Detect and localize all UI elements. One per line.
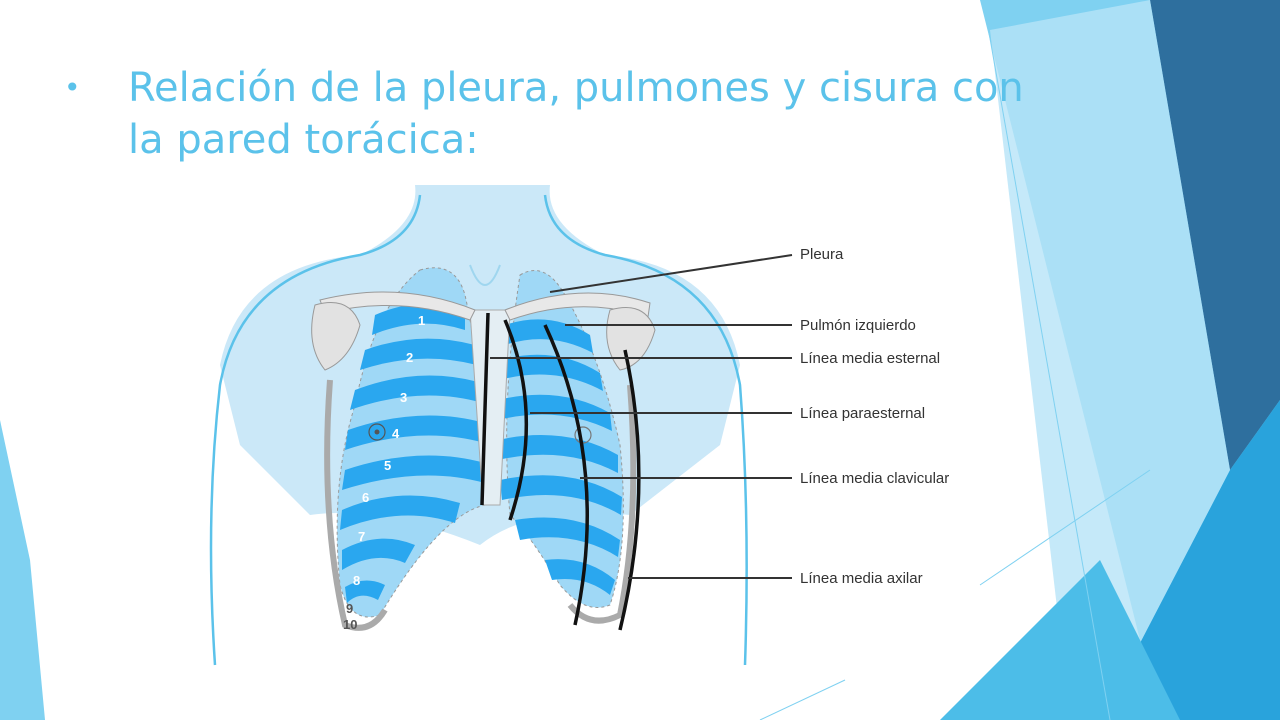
right-nipple [368,423,386,441]
rib-number: 6 [362,490,369,505]
deco-left-shape [0,420,45,720]
deco-mid-shape [1100,400,1280,720]
midsternal-line [480,312,490,506]
rib-number: 3 [400,390,407,405]
label-midsternal-line: Línea media esternal [800,350,940,367]
midclavicular-line [543,324,589,626]
rib-number: 2 [406,350,413,365]
label-midclavicular-line: Línea media clavicular [800,470,949,487]
rib-number: 1 [418,313,425,328]
rib-number: 9 [346,601,353,616]
deco-thin-line [984,9,1111,720]
deco-pale-shape [990,0,1230,720]
label-pleura: Pleura [800,246,844,263]
thorax-diagram: Pleura Pulmón izquierdo Línea media este… [209,185,949,666]
rib-number: 8 [353,573,360,588]
label-midaxillary-line: Línea media axilar [800,570,923,587]
torso-outline [209,194,748,666]
left-clavicle [504,292,651,321]
parasternal-line [503,319,529,521]
deco-dark-shape [1150,0,1280,470]
deco-bottom-shape [940,560,1180,720]
deco-thin-line-2 [979,469,1151,586]
left-scapula [606,307,656,371]
rib-number: 4 [392,426,400,441]
label-parasternal-line: Línea paraesternal [800,405,925,422]
slide-title: • Relación de la pleura, pulmones y cisu… [64,62,1024,166]
neck-line [469,264,501,286]
leader-lines [490,254,793,579]
rib-cage-left-contour [567,384,637,624]
right-clavicle [319,291,476,321]
right-nipple-center [374,429,380,435]
rib-number: 7 [358,529,365,544]
midaxillary-line [618,349,641,631]
rib-cage-right-contour [324,379,388,631]
bullet-marker: • [64,71,81,104]
right-scapula [311,302,361,371]
rib-number: 10 [343,617,357,632]
deco-thin-line-3 [759,679,846,720]
label-left-lung: Pulmón izquierdo [800,317,916,334]
title-text: Relación de la pleura, pulmones y cisura… [128,65,1024,163]
rib-number: 5 [384,458,391,473]
